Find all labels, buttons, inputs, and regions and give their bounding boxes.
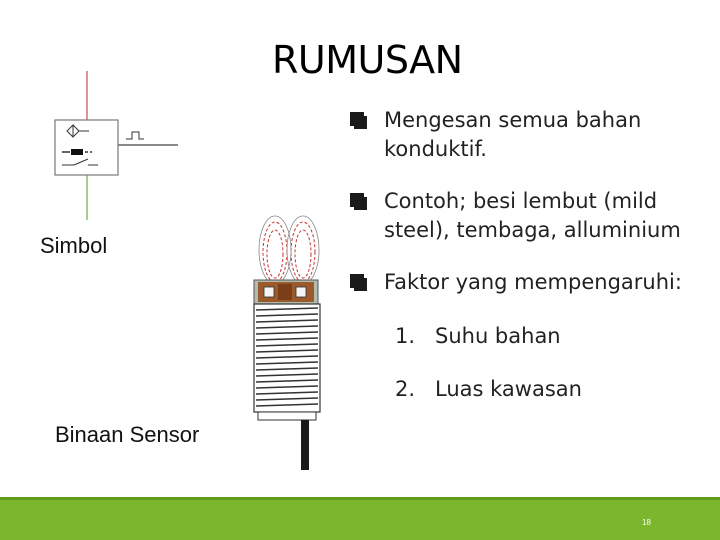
numbered-list: 1. Suhu bahan 2. Luas kawasan — [395, 322, 695, 428]
symbol-label: Simbol — [40, 233, 108, 258]
checkbox-bullet-icon — [350, 274, 367, 291]
checkbox-bullet-icon — [350, 112, 367, 129]
bullet-item: Contoh; besi lembut (mild steel), tembag… — [350, 187, 710, 245]
footer-divider — [0, 497, 720, 500]
slide-title: RUMUSAN — [272, 38, 463, 82]
sensor-construction-diagram — [253, 215, 321, 470]
bullet-text: Faktor yang mempengaruhi: — [384, 270, 682, 294]
page-number: 18 — [642, 518, 651, 527]
item-number: 2. — [395, 377, 416, 401]
numbered-item: 2. Luas kawasan — [395, 375, 695, 404]
bullet-item: Mengesan semua bahan konduktif. — [350, 106, 710, 164]
construction-label: Binaan Sensor — [55, 422, 200, 447]
bullet-list: Mengesan semua bahan konduktif. Contoh; … — [350, 106, 710, 320]
item-text: Suhu bahan — [435, 324, 561, 348]
bullet-text: Mengesan semua bahan konduktif. — [384, 108, 642, 161]
footer-bar — [0, 497, 720, 540]
bullet-text: Contoh; besi lembut (mild steel), tembag… — [384, 189, 681, 242]
item-number: 1. — [395, 324, 416, 348]
bullet-item: Faktor yang mempengaruhi: — [350, 268, 710, 297]
numbered-item: 1. Suhu bahan — [395, 322, 695, 351]
item-text: Luas kawasan — [435, 377, 582, 401]
proximity-sensor-symbol — [54, 71, 178, 220]
checkbox-bullet-icon — [350, 193, 367, 210]
